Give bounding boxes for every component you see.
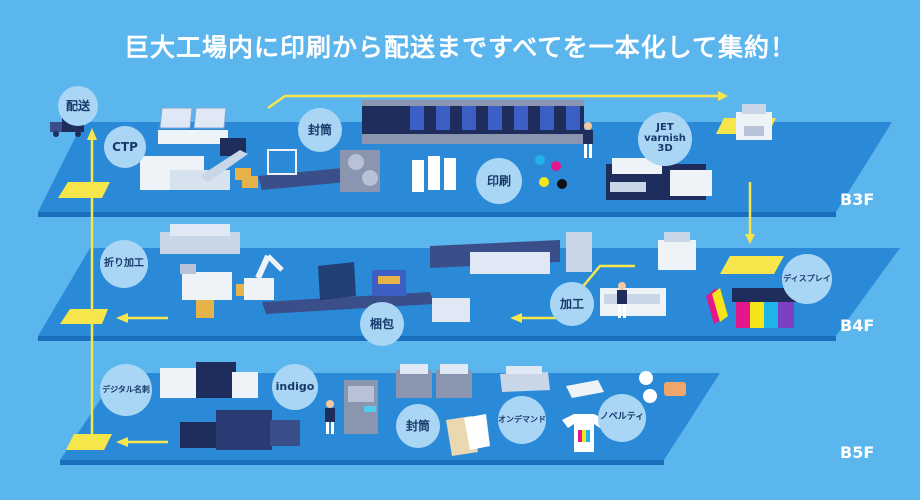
label-processing: 加工 [550,282,594,326]
label-digital-card: デジタル名刺 [100,364,152,416]
label-envelope-b3f: 封筒 [298,108,342,152]
jet-varnish-machine [606,158,712,200]
label-indigo: indigo [272,364,318,410]
robot-arm-icon [244,254,284,300]
paper-stacks [412,156,456,192]
label-packing: 梱包 [360,302,404,346]
tshirt-icon [562,414,606,452]
label-printing: 印刷 [476,158,522,204]
floor-label-b4f: B4F [840,316,875,335]
label-delivery: 配送 [58,86,98,126]
page-title: 巨大工場内に印刷から配送まですべてを一本化して集約！ [123,33,796,62]
on-demand-printer [500,366,550,392]
folding-machines [160,224,240,300]
envelope-printer [396,364,472,398]
printer-icon-b3f [736,104,772,140]
ink-drop-icon [535,155,567,189]
label-ctp: CTP [104,126,146,168]
printing-press [340,100,584,192]
packing-line [262,232,592,322]
display-printer [732,288,796,328]
ctp-machines [140,107,248,190]
envelope-icon [446,414,490,456]
indigo-press [325,380,378,434]
printer-icon-b4f [658,232,696,270]
label-on-demand: オンデマンド [498,396,546,444]
floor-label-b3f: B3F [840,190,875,209]
badge-icon [566,371,686,403]
floor-label-b5f: B5F [840,443,875,462]
processing-area [600,282,728,324]
label-folding: 折り加工 [100,240,148,288]
label-jet-varnish: JET varnish 3D [638,112,692,166]
digital-card-printer [160,362,300,450]
worker-icon-b3f [583,122,593,158]
label-display: ディスプレイ [782,254,832,304]
label-envelope-b5f: 封筒 [396,404,440,448]
label-novelty: ノベルティ [598,394,646,442]
